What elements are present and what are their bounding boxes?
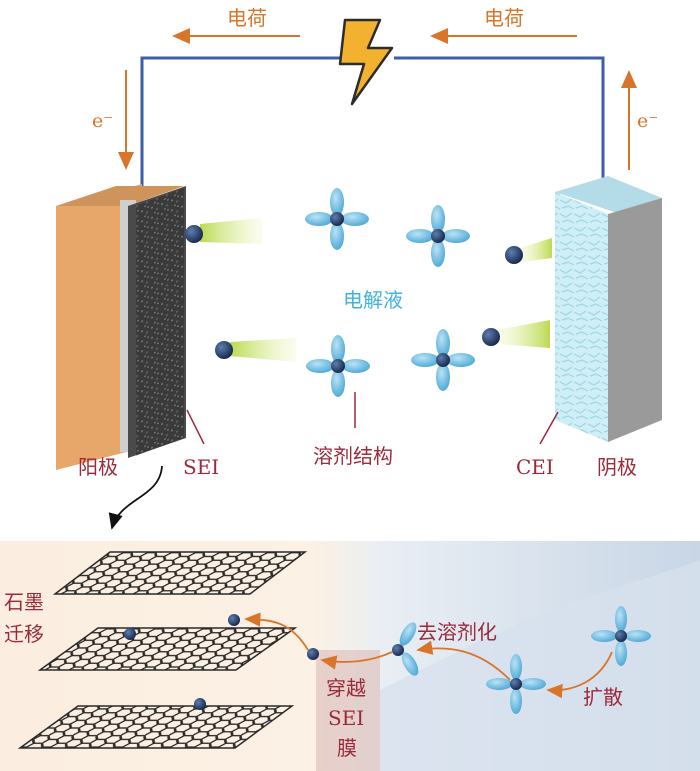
electrolyte-label: 电解液: [343, 288, 403, 312]
lithium-ion: [215, 341, 233, 359]
migration-arrow: [244, 612, 309, 651]
ion-beam: [200, 218, 262, 244]
cathode-electrode: [555, 176, 662, 442]
electron-label-left: e⁻: [92, 110, 114, 132]
desolvation-label: 去溶剂化: [417, 620, 497, 644]
graphite-migration-label-1: 石墨: [4, 590, 44, 614]
zoom-arrow: [108, 465, 163, 530]
graphite-migration-label-2: 迁移: [4, 622, 44, 646]
sei-leader-line: [186, 409, 205, 445]
graphite-layer: [52, 551, 308, 595]
cei-leader-line: [539, 411, 559, 445]
lithium-ion: [194, 698, 206, 710]
ion-beam: [520, 238, 552, 262]
lithium-ion: [505, 246, 523, 264]
diffusion-label: 扩散: [583, 685, 623, 709]
graphite-layer: [37, 627, 298, 671]
lightning-bolt-icon: [338, 18, 394, 106]
sei-label: SEI: [183, 455, 220, 479]
ion-beam: [230, 338, 296, 362]
solvent-cluster: [411, 329, 475, 391]
anode-electrode: [56, 184, 186, 470]
solvent-cluster: [305, 188, 369, 250]
desolvation-arrow: [416, 640, 511, 681]
solvent-cluster: [591, 606, 651, 666]
solvent-cluster: [486, 654, 546, 714]
solvent-structure-label: 溶剂结构: [313, 444, 393, 468]
anode-label: 阳极: [78, 455, 118, 479]
sei-inset-panel: [0, 541, 700, 771]
cei-label: CEI: [516, 455, 554, 479]
charge-label-right: 电荷: [484, 6, 524, 30]
cross-sei-label-3: 膜: [337, 736, 357, 760]
cross-sei-label-1: 穿越: [326, 676, 366, 700]
lithium-ion: [124, 628, 136, 640]
solvent-cluster: [306, 335, 370, 397]
desolvating-cluster: [392, 622, 419, 676]
lithium-ion: [228, 614, 240, 626]
lithium-ion: [185, 225, 203, 243]
lithium-ion: [307, 648, 319, 660]
circuit-wire: [140, 56, 605, 194]
cross-sei-arrow: [320, 651, 393, 670]
charge-label-left: 电荷: [227, 6, 267, 30]
ion-beam: [497, 320, 550, 348]
lithium-ion: [482, 328, 500, 346]
cathode-label: 阴极: [597, 455, 637, 479]
cross-sei-label-2: SEI: [328, 706, 365, 730]
diffusion-arrow: [546, 651, 613, 699]
electron-label-right: e⁻: [637, 110, 659, 132]
graphite-layer: [17, 705, 295, 749]
solvent-cluster: [406, 205, 470, 267]
